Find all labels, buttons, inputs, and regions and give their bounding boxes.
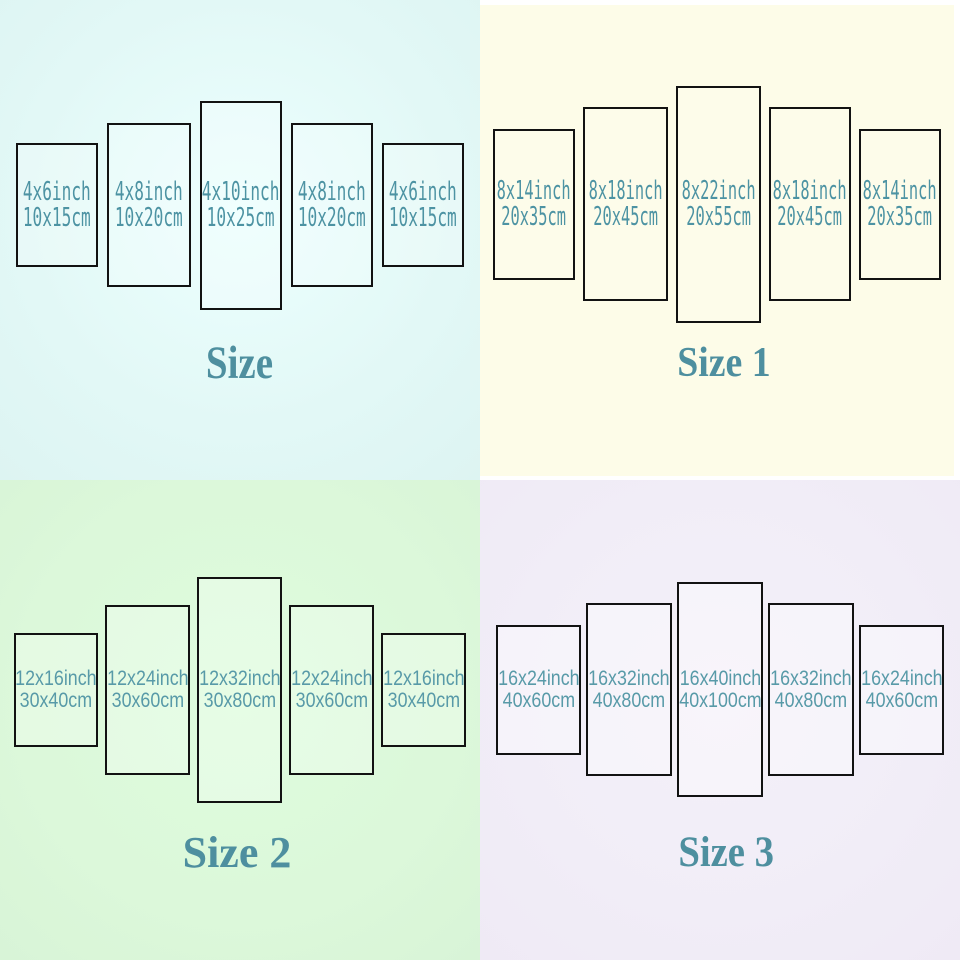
panel-size-inches: 8x14inch bbox=[497, 176, 571, 206]
panel-row-size-3: 16x24inch 40x60cm 16x32inch 40x80cm 16x4… bbox=[480, 582, 960, 797]
quadrant-title-size: Size bbox=[0, 340, 480, 387]
panel-size-inches: 16x32inch bbox=[588, 666, 670, 690]
panel-size-label: 12x24inch 30x60cm bbox=[291, 668, 372, 712]
canvas-panel: 16x32inch 40x80cm bbox=[768, 603, 854, 776]
canvas-panel: 16x40inch 40x100cm bbox=[677, 582, 763, 797]
canvas-panel: 8x18inch 20x45cm bbox=[769, 107, 851, 301]
panel-size-label: 16x24inch 40x60cm bbox=[860, 666, 943, 712]
panel-size-label: 12x16inch 30x40cm bbox=[383, 668, 464, 712]
panel-size-cm: 10x25cm bbox=[207, 203, 275, 233]
panel-size-inches: 8x22inch bbox=[681, 176, 756, 206]
panel-size-cm: 10x15cm bbox=[389, 203, 457, 233]
panel-size-inches: 12x24inch bbox=[290, 667, 373, 690]
panel-size-inches: 8x14inch bbox=[863, 176, 937, 206]
canvas-panel: 8x22inch 20x55cm bbox=[676, 85, 761, 323]
panel-size-label: 12x32inch 30x80cm bbox=[199, 668, 280, 712]
panel-row-size: 4x6inch 10x15cm 4x8inch 10x20cm 4x10inch… bbox=[0, 100, 480, 310]
canvas-panel: 4x10inch 10x25cm bbox=[200, 100, 282, 310]
panel-size-cm: 10x20cm bbox=[298, 203, 366, 233]
canvas-panel: 12x24inch 30x60cm bbox=[105, 605, 190, 775]
quadrant-title-size-2: Size 2 bbox=[0, 831, 480, 875]
panel-size-label: 8x18inch 20x45cm bbox=[589, 178, 663, 230]
panel-size-inches: 12x24inch bbox=[106, 667, 189, 690]
quadrant-size-2: 12x16inch 30x40cm 12x24inch 30x60cm 12x3… bbox=[0, 480, 480, 960]
panel-size-cm: 30x80cm bbox=[203, 689, 276, 712]
panel-size-cm: 30x60cm bbox=[111, 689, 184, 712]
canvas-panel: 12x16inch 30x40cm bbox=[381, 633, 466, 747]
panel-size-label: 4x8inch 10x20cm bbox=[115, 179, 183, 231]
canvas-panel: 4x8inch 10x20cm bbox=[107, 123, 191, 287]
panel-size-cm: 40x60cm bbox=[502, 688, 575, 712]
panel-size-cm: 20x45cm bbox=[593, 202, 658, 232]
panel-size-inches: 8x18inch bbox=[588, 176, 663, 206]
panel-size-cm: 10x20cm bbox=[115, 203, 183, 233]
panel-size-cm: 40x100cm bbox=[678, 688, 762, 712]
panel-size-cm: 40x60cm bbox=[865, 688, 938, 712]
panel-size-cm: 20x55cm bbox=[686, 202, 751, 232]
canvas-panel: 8x18inch 20x45cm bbox=[583, 107, 668, 301]
panel-size-inches: 12x32inch bbox=[198, 667, 281, 690]
panel-size-cm: 10x15cm bbox=[23, 203, 91, 233]
panel-size-cm: 20x35cm bbox=[867, 202, 933, 232]
canvas-panel: 4x6inch 10x15cm bbox=[382, 143, 464, 267]
panel-size-cm: 30x40cm bbox=[19, 689, 93, 712]
canvas-panel: 12x32inch 30x80cm bbox=[197, 577, 282, 803]
canvas-panel: 12x16inch 30x40cm bbox=[14, 633, 98, 747]
panel-size-label: 16x24inch 40x60cm bbox=[497, 666, 580, 712]
panel-size-label: 8x14inch 20x35cm bbox=[863, 178, 937, 230]
panel-size-label: 8x18inch 20x45cm bbox=[773, 178, 847, 230]
quadrant-title-text: Size 1 bbox=[677, 340, 771, 386]
canvas-panel: 4x8inch 10x20cm bbox=[291, 123, 373, 287]
panel-size-label: 12x16inch 30x40cm bbox=[15, 668, 96, 712]
canvas-panel: 8x14inch 20x35cm bbox=[493, 128, 575, 280]
panel-size-label: 4x10inch 10x25cm bbox=[202, 179, 280, 231]
quadrant-title-text: Size 3 bbox=[678, 829, 774, 876]
panel-size-cm: 30x60cm bbox=[295, 689, 368, 712]
panel-size-inches: 12x16inch bbox=[382, 667, 465, 690]
panel-size-label: 4x6inch 10x15cm bbox=[23, 179, 91, 231]
panel-size-cm: 20x35cm bbox=[501, 202, 567, 232]
panel-size-label: 12x24inch 30x60cm bbox=[107, 668, 188, 712]
quadrant-size-3: 16x24inch 40x60cm 16x32inch 40x80cm 16x4… bbox=[480, 480, 960, 960]
panel-size-label: 16x40inch 40x100cm bbox=[678, 666, 762, 712]
quadrant-size: 4x6inch 10x15cm 4x8inch 10x20cm 4x10inch… bbox=[0, 0, 480, 480]
panel-size-inches: 12x16inch bbox=[15, 667, 97, 690]
quadrant-title-size-1: Size 1 bbox=[480, 342, 954, 384]
panel-size-inches: 4x8inch bbox=[115, 177, 183, 207]
panel-row-size-2: 12x16inch 30x40cm 12x24inch 30x60cm 12x3… bbox=[0, 577, 480, 803]
panel-size-inches: 4x6inch bbox=[389, 177, 457, 207]
canvas-panel: 16x24inch 40x60cm bbox=[496, 624, 581, 755]
panel-size-inches: 16x32inch bbox=[770, 666, 852, 690]
canvas-panel: 16x24inch 40x60cm bbox=[859, 624, 944, 755]
canvas-panel: 12x24inch 30x60cm bbox=[289, 605, 374, 775]
canvas-panel: 16x32inch 40x80cm bbox=[586, 603, 672, 776]
canvas-panel: 4x6inch 10x15cm bbox=[16, 143, 98, 267]
panel-size-inches: 16x24inch bbox=[497, 666, 580, 690]
quadrant-size-1: 8x14inch 20x35cm 8x18inch 20x45cm 8x22in… bbox=[480, 0, 960, 480]
quadrant-title-text: Size 2 bbox=[182, 828, 292, 877]
panel-size-inches: 8x18inch bbox=[773, 176, 847, 206]
quadrant-title-text: Size bbox=[205, 337, 273, 389]
panel-size-cm: 40x80cm bbox=[774, 688, 848, 712]
panel-size-inches: 16x24inch bbox=[860, 666, 943, 690]
panel-size-label: 16x32inch 40x80cm bbox=[588, 666, 670, 712]
panel-size-inches: 16x40inch bbox=[679, 666, 761, 690]
panel-size-inches: 4x10inch bbox=[202, 177, 280, 207]
panel-size-cm: 20x45cm bbox=[777, 202, 843, 232]
panel-size-label: 4x8inch 10x20cm bbox=[298, 179, 366, 231]
canvas-panel: 8x14inch 20x35cm bbox=[859, 128, 941, 280]
panel-size-label: 4x6inch 10x15cm bbox=[389, 179, 457, 231]
panel-size-label: 8x22inch 20x55cm bbox=[682, 178, 756, 230]
panel-size-cm: 40x80cm bbox=[592, 688, 666, 712]
quadrant-title-size-3: Size 3 bbox=[480, 831, 960, 874]
panel-size-inches: 4x6inch bbox=[23, 177, 91, 207]
panel-size-cm: 30x40cm bbox=[387, 689, 460, 712]
panel-row-size-1: 8x14inch 20x35cm 8x18inch 20x45cm 8x22in… bbox=[480, 85, 954, 323]
panel-size-inches: 4x8inch bbox=[298, 177, 366, 207]
panel-size-label: 8x14inch 20x35cm bbox=[497, 178, 571, 230]
panel-size-label: 16x32inch 40x80cm bbox=[770, 666, 852, 712]
